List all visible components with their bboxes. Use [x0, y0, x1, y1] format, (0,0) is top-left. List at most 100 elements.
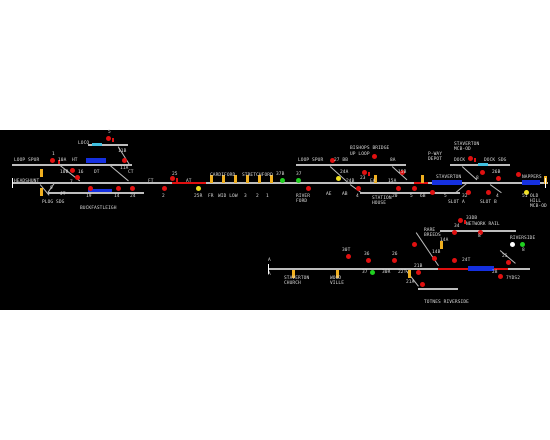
- loop-line-west[interactable]: [12, 164, 132, 166]
- signal-21a[interactable]: [420, 282, 425, 287]
- label-dock: DOCK: [454, 158, 466, 163]
- label-old-hill: OLD HILL MCB-OD: [530, 194, 547, 209]
- label-staverton-church: STAVERTON CHURCH: [284, 276, 310, 286]
- riverside-siding[interactable]: [418, 288, 458, 290]
- label-24b: 24B: [346, 179, 355, 184]
- track-section-route-dt[interactable]: [88, 189, 112, 194]
- signal-27[interactable]: [330, 158, 335, 163]
- label-pway-depot: P-WAY DEPOT: [428, 152, 443, 162]
- signal-32[interactable]: [466, 190, 471, 195]
- signal-24a[interactable]: [336, 176, 341, 181]
- signal-28[interactable]: [498, 274, 503, 279]
- signal-26[interactable]: [396, 186, 401, 191]
- signal-26b[interactable]: [496, 176, 501, 181]
- signal-14b[interactable]: [432, 256, 437, 261]
- label-dock-sdg: DOCK SDG: [484, 158, 507, 163]
- label-8-f: 8: [522, 248, 525, 253]
- signal-riverside[interactable]: [510, 242, 515, 247]
- main-line-lower[interactable]: [268, 268, 530, 270]
- label-25r: 25R: [194, 194, 203, 199]
- loop-line-east[interactable]: [296, 164, 406, 166]
- signal-24[interactable]: [130, 186, 135, 191]
- track-section-nappers[interactable]: [522, 180, 540, 185]
- headshunt-line[interactable]: [12, 182, 40, 184]
- signal-14[interactable]: [116, 186, 121, 191]
- signal-34[interactable]: [452, 230, 457, 235]
- track-section-dock[interactable]: [478, 163, 488, 166]
- label-10b: 10B: [60, 170, 69, 175]
- label-at: AT: [186, 179, 192, 184]
- label-7yds2: 7YDS2: [506, 276, 521, 281]
- signal-1[interactable]: [50, 158, 55, 163]
- signal-old-hill[interactable]: [524, 190, 529, 195]
- signal-15a[interactable]: [400, 170, 405, 175]
- train-berth: [210, 175, 213, 183]
- label-plog-sdg: PLOG SDG: [42, 200, 65, 205]
- label-37-lower: 37: [362, 270, 368, 275]
- label-9: 9: [50, 186, 53, 191]
- label-rare-breeds: RARE BREEDS: [424, 228, 441, 238]
- crossover-east-f[interactable]: [489, 184, 502, 194]
- label-nappers: NAPPERS: [522, 175, 542, 180]
- signal-10a[interactable]: [70, 168, 75, 173]
- label-10a: 10A: [58, 158, 67, 163]
- label-a-east: A: [268, 272, 271, 277]
- station-loop[interactable]: [360, 192, 460, 194]
- signal-slot-b[interactable]: [486, 190, 491, 195]
- signal-25t[interactable]: [506, 260, 511, 265]
- signal-ae[interactable]: [430, 190, 435, 195]
- loco-siding[interactable]: [88, 144, 128, 146]
- signal-36[interactable]: [366, 258, 371, 263]
- signal-15b[interactable]: [412, 186, 417, 191]
- signal-30t[interactable]: [346, 254, 351, 259]
- signal-24t[interactable]: [452, 258, 457, 263]
- signal-37b[interactable]: [280, 178, 285, 183]
- label-staverton-mcb: STAVERTON MCB-OD: [454, 142, 480, 152]
- signal-river-ford[interactable]: [306, 186, 311, 191]
- signal-11a[interactable]: [122, 158, 127, 163]
- signal-19[interactable]: [88, 186, 93, 191]
- signal-6f1[interactable]: [478, 230, 483, 235]
- signal-16[interactable]: [75, 175, 80, 180]
- track-section-occupied-at[interactable]: [172, 182, 206, 184]
- label-16: 16: [78, 170, 84, 175]
- label-19: 19: [86, 194, 92, 199]
- signal-dock[interactable]: [468, 156, 473, 161]
- label-37b: 37B: [276, 172, 285, 177]
- track-section-route-lower[interactable]: [468, 266, 494, 271]
- track-section-route-ht[interactable]: [86, 158, 106, 163]
- crossover-east-c[interactable]: [461, 166, 478, 181]
- signal-ee[interactable]: [520, 242, 525, 247]
- signal-37t[interactable]: [370, 270, 375, 275]
- track-section-loco[interactable]: [92, 143, 102, 146]
- signal-network-rail[interactable]: [458, 218, 463, 223]
- train-berth: [222, 175, 225, 183]
- label-24: 24: [130, 194, 136, 199]
- signal-2[interactable]: [162, 186, 167, 191]
- bay-line-lower[interactable]: [48, 192, 144, 194]
- signal-14a[interactable]: [412, 242, 417, 247]
- signal-nappers[interactable]: [516, 172, 521, 177]
- label-26b: 26B: [492, 170, 501, 175]
- signal-20[interactable]: [372, 154, 377, 159]
- signal-25r[interactable]: [196, 186, 201, 191]
- train-berth: [374, 175, 377, 183]
- main-line-upper[interactable]: [40, 182, 548, 184]
- signal-22t[interactable]: [392, 258, 397, 263]
- label-ht: HT: [72, 158, 78, 163]
- signal-8[interactable]: [480, 170, 485, 175]
- train-berth: [440, 241, 443, 249]
- label-36: 36: [364, 252, 370, 257]
- signal-4[interactable]: [356, 186, 361, 191]
- buffer-stop: [12, 178, 13, 188]
- signal-37[interactable]: [296, 178, 301, 183]
- signal-21b[interactable]: [416, 270, 421, 275]
- label-bishops-bridge: BISHOPS BRIDGE: [350, 146, 390, 151]
- signal-25[interactable]: [170, 176, 175, 181]
- track-section-occupied-staverton[interactable]: [414, 182, 428, 184]
- signal-5[interactable]: [106, 136, 111, 141]
- label-riverside: RIVERSIDE: [510, 236, 536, 241]
- label-28: 28: [492, 270, 498, 275]
- signal-23[interactable]: [362, 170, 367, 175]
- track-section-staverton[interactable]: [432, 180, 462, 185]
